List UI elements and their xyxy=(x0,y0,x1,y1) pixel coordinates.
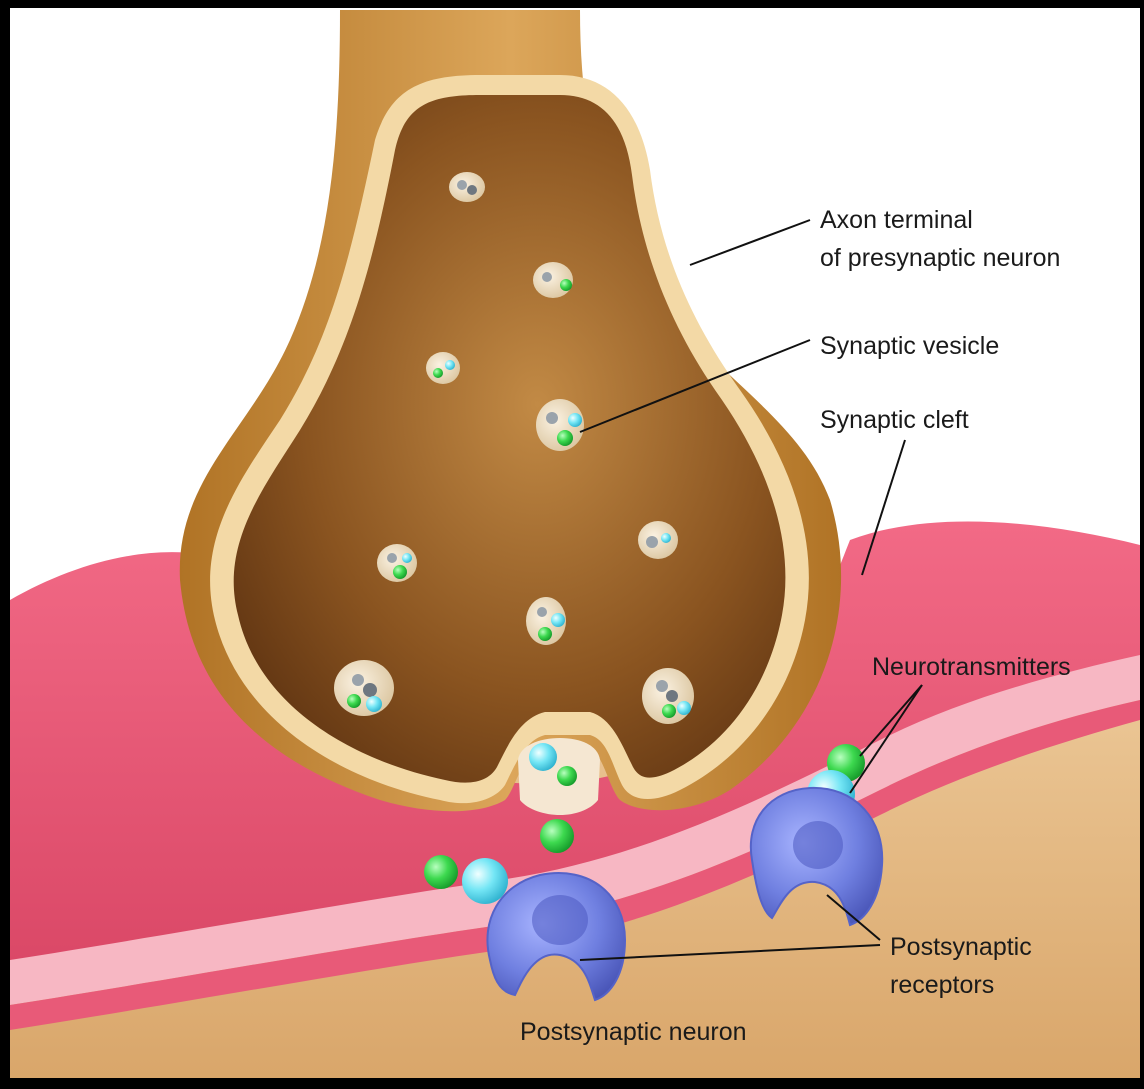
axon-terminal-label-line2: of presynaptic neuron xyxy=(820,244,1060,272)
postsynaptic-neuron-label: Postsynaptic neuron xyxy=(520,1018,747,1046)
vesicle xyxy=(426,352,460,384)
fusing-vesicle xyxy=(518,738,600,815)
vesicle xyxy=(526,597,566,645)
vesicle xyxy=(377,544,417,582)
axon-terminal-label: Axon terminal xyxy=(820,206,973,234)
synaptic-cleft-label: Synaptic cleft xyxy=(820,406,969,434)
vesicle xyxy=(536,399,584,451)
vesicle xyxy=(449,172,485,202)
neurotransmitter xyxy=(462,858,508,904)
neurotransmitters-label: Neurotransmitters xyxy=(872,653,1071,681)
vesicle xyxy=(334,660,394,716)
vesicle xyxy=(638,521,678,559)
postsynaptic-receptors-label: Postsynaptic xyxy=(890,933,1032,961)
vesicle xyxy=(642,668,694,724)
postsynaptic-receptors-label-line2: receptors xyxy=(890,971,994,999)
neurotransmitter xyxy=(424,855,458,889)
vesicle xyxy=(533,262,573,298)
neurotransmitter xyxy=(540,819,574,853)
synaptic-vesicle-label: Synaptic vesicle xyxy=(820,332,999,360)
